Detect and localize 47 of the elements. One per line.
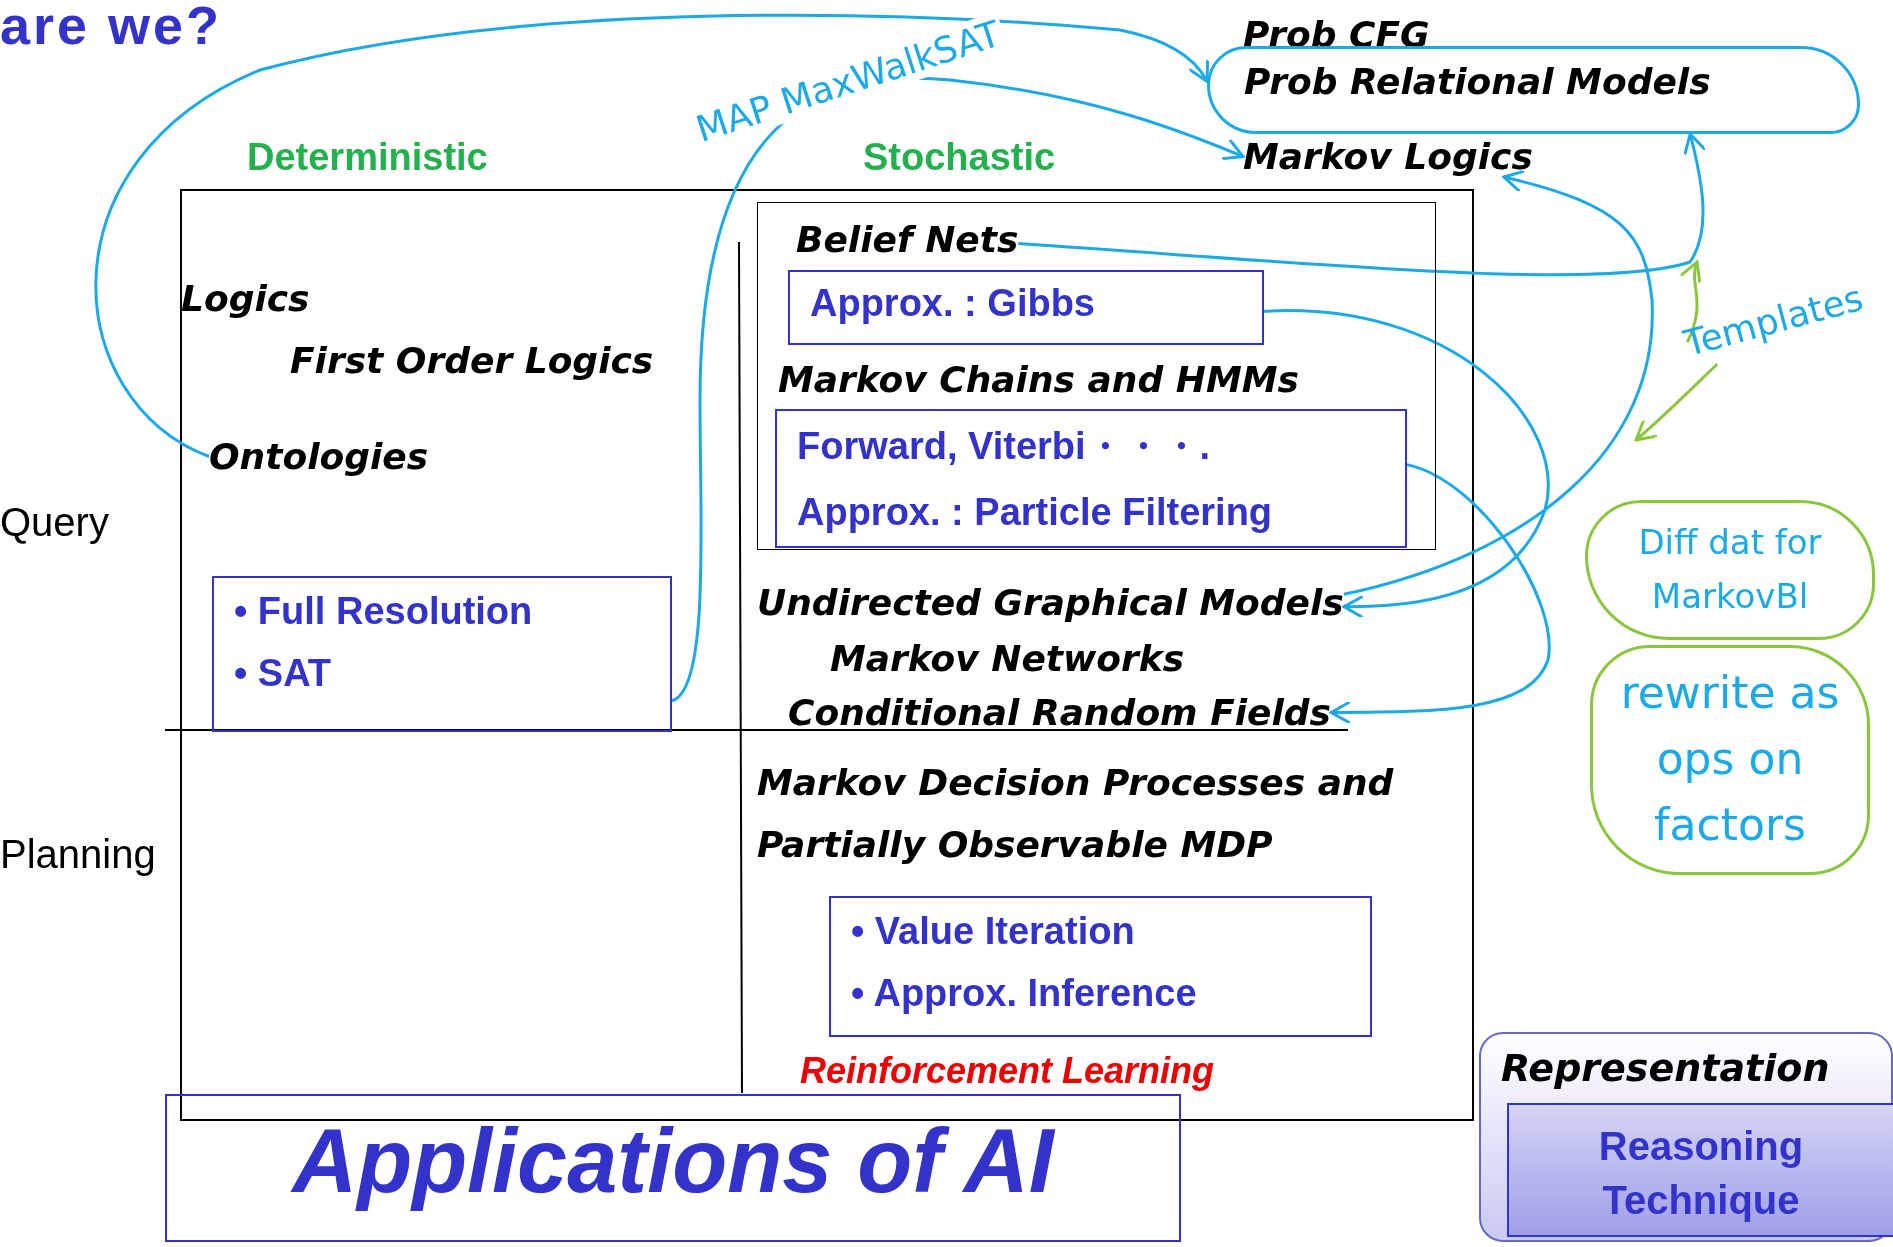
arrow [1680, 260, 1704, 343]
method-name: Approx. : Gibbs [810, 282, 1095, 325]
representation-box [1479, 1032, 1893, 1242]
row-header: Query [0, 500, 109, 545]
model-name: Undirected Graphical Models [757, 582, 1344, 623]
bullet-item: • SAT [234, 652, 332, 695]
model-name: Conditional Random Fields [788, 692, 1332, 733]
bullet-item: • Full Resolution [234, 590, 533, 633]
model-name: Belief Nets [796, 219, 1019, 260]
circled-model [1207, 46, 1860, 134]
method-box [788, 270, 1264, 345]
model-group-box [757, 202, 1436, 550]
method-name: Forward, Viterbi・・・. [797, 424, 1211, 469]
model-name: Markov Decision Processes and Partially Observable MDP [757, 761, 1395, 867]
model-name: Markov Chains and HMMs [778, 359, 1299, 400]
arrow [1018, 132, 1707, 277]
arrow [1329, 463, 1551, 725]
topic-name: First Order Logics [290, 340, 654, 381]
arrow [1264, 309, 1550, 619]
bullet-item: • Value Iteration [851, 910, 1135, 953]
bullet-item: • Approx. Inference [851, 972, 1197, 1015]
arrow [95, 13, 1209, 458]
model-name: Markov Networks [830, 638, 1185, 679]
technique-name: Reasoning Technique [1597, 1123, 1805, 1224]
slide-title: are we? [0, 0, 223, 56]
note-outline [1590, 645, 1870, 875]
arrow [1634, 362, 1719, 442]
row-header: Planning [0, 832, 156, 877]
method-box [212, 576, 672, 732]
arrow [1343, 169, 1654, 596]
method-box [829, 896, 1372, 1037]
column-header: Deterministic [247, 136, 488, 179]
applications-box [165, 1094, 1181, 1242]
handwritten-note: Diff dat for MarkovBl [1637, 521, 1823, 618]
method-box [775, 409, 1407, 548]
handwritten-note: rewrite as ops on factors [1619, 666, 1841, 852]
model-name: Markov Logics [1243, 136, 1533, 177]
topic-name: Logics [181, 278, 310, 319]
box-heading: Representation [1501, 1046, 1830, 1090]
model-name: Prob Relational Models [1244, 61, 1711, 102]
topic-name: Ontologies [209, 436, 429, 477]
model-name: Prob CFG [1243, 14, 1430, 55]
topic-name: Reinforcement Learning [800, 1050, 1215, 1092]
note-outline [1585, 500, 1875, 640]
slide-subtitle: Applications of AI [289, 1110, 1057, 1213]
technique-box [1507, 1103, 1893, 1237]
method-name: Approx. : Particle Filtering [797, 491, 1273, 534]
